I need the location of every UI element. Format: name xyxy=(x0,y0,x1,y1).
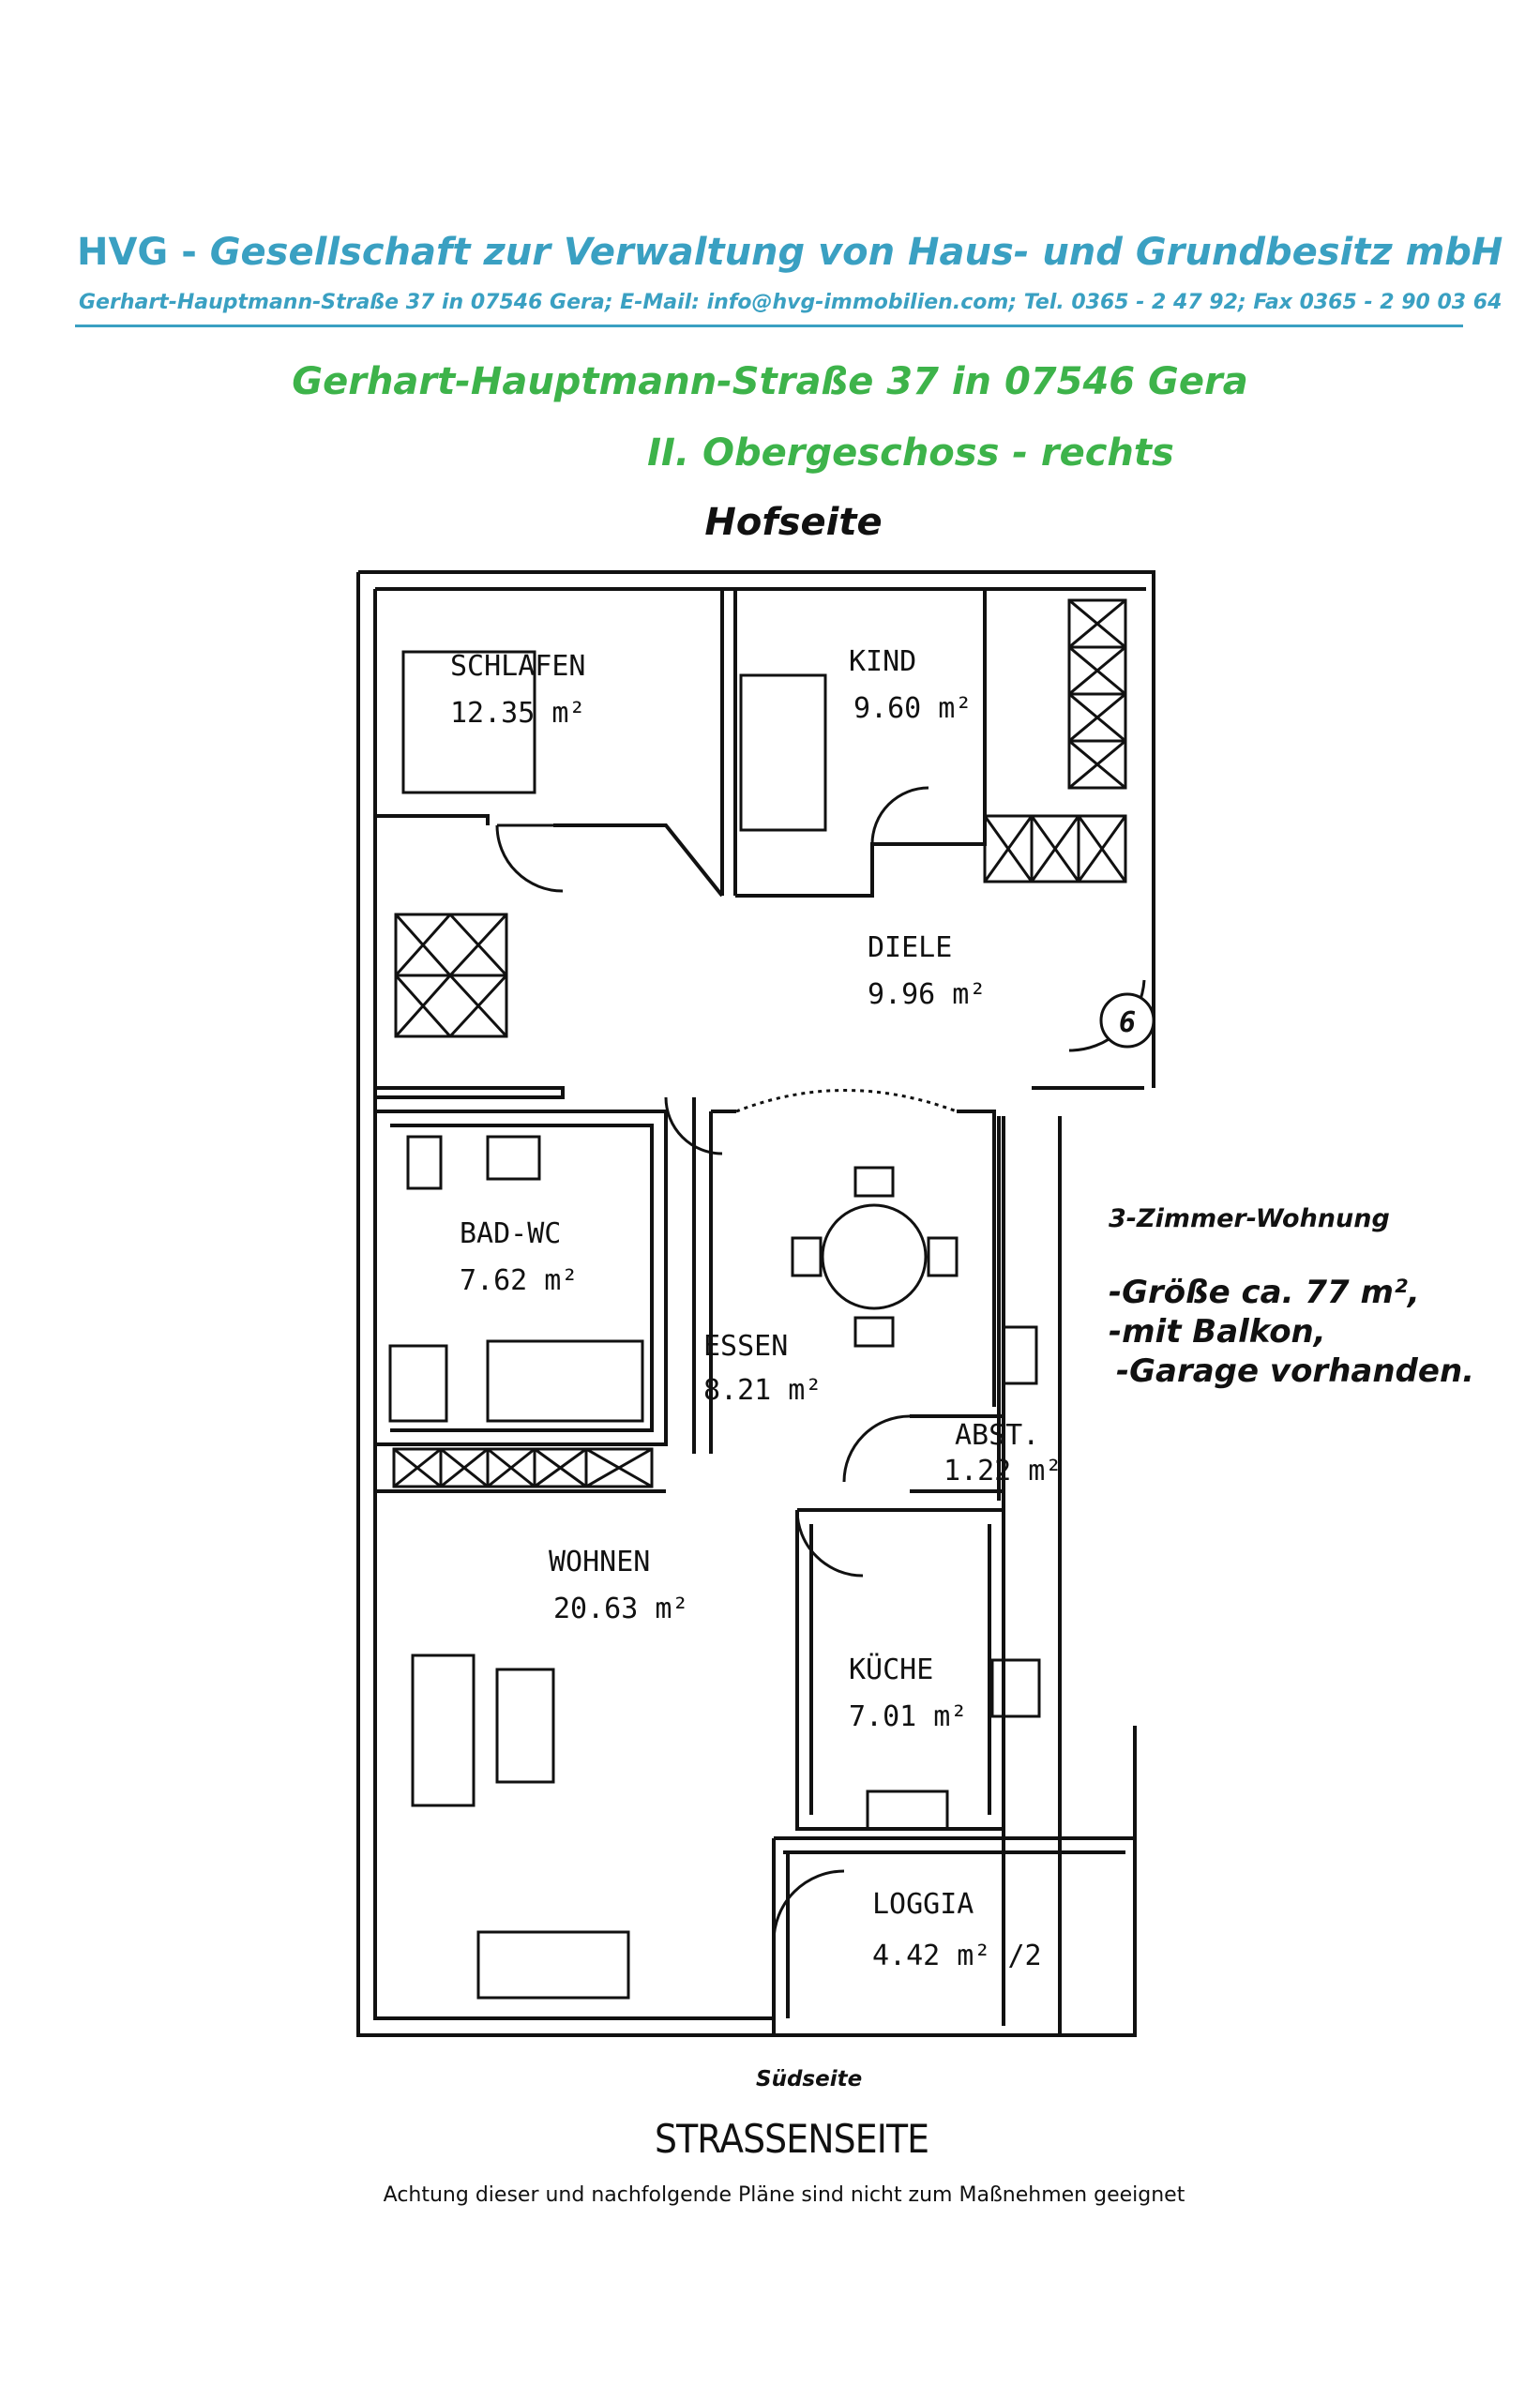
room-name-kind: KIND xyxy=(849,645,916,678)
street-side-label: STRASSENSEITE xyxy=(655,2116,929,2162)
room-name-diele: DIELE xyxy=(868,931,952,964)
door-loggia xyxy=(772,1869,845,1942)
room-name-abst: ABST. xyxy=(955,1419,1039,1452)
room-name-bad: BAD-WC xyxy=(460,1217,561,1250)
room-area-loggia: 4.42 m² /2 xyxy=(872,1940,1042,1972)
closet-kind xyxy=(1067,598,1127,790)
feature-balcony: -mit Balkon, xyxy=(1109,1313,1326,1351)
top-side-label: Hofseite xyxy=(704,501,883,544)
wall-schlafen-bottom xyxy=(375,814,724,898)
bath-cabinet xyxy=(388,1344,448,1423)
room-area-kueche: 7.01 m² xyxy=(849,1700,967,1733)
door-abst xyxy=(842,1414,911,1483)
door-schlafen xyxy=(495,823,564,893)
room-area-abst: 1.22 m² xyxy=(944,1455,1062,1487)
dining-table xyxy=(821,1203,928,1310)
stove xyxy=(990,1658,1041,1718)
door-kind xyxy=(870,786,929,845)
wall-kind-bottom xyxy=(735,589,987,898)
header-divider xyxy=(75,325,1463,327)
fridge xyxy=(1002,1325,1038,1385)
outer-wall-inner xyxy=(373,587,1146,2020)
room-area-wohnen: 20.63 m² xyxy=(553,1593,689,1625)
room-name-schlafen: SCHLAFEN xyxy=(450,650,586,683)
wall-bad-inner xyxy=(390,1124,654,1432)
wall-wohnen-top xyxy=(375,1442,666,1493)
wall-schlafen-kind xyxy=(720,589,737,896)
room-area-bad: 7.62 m² xyxy=(460,1264,578,1297)
washbasin xyxy=(486,1135,541,1181)
room-area-schlafen: 12.35 m² xyxy=(450,697,586,730)
room-area-essen: 8.21 m² xyxy=(703,1374,822,1407)
room-name-loggia: LOGGIA xyxy=(872,1888,974,1921)
door-bad xyxy=(664,1096,723,1155)
arch-essen xyxy=(735,1089,958,1113)
closet-diele xyxy=(983,814,1127,883)
wall-loggia xyxy=(774,1836,1137,2035)
property-floor: II. Obergeschoss - rechts xyxy=(647,431,1174,475)
coffee-table xyxy=(495,1668,555,1784)
room-area-kind: 9.60 m² xyxy=(853,692,972,725)
bathtub xyxy=(486,1339,644,1423)
right-wall xyxy=(1002,1086,1144,2035)
bed-kind xyxy=(739,673,827,832)
room-name-wohnen: WOHNEN xyxy=(549,1546,650,1578)
bottom-side-label: Südseite xyxy=(756,2067,863,2091)
apartment-type: 3-Zimmer-Wohnung xyxy=(1109,1204,1390,1233)
room-name-essen: ESSEN xyxy=(703,1330,788,1363)
stair-number-circle xyxy=(1099,992,1155,1049)
apartment-info: 3-Zimmer-Wohnung -Größe ca. 77 m², -mit … xyxy=(1109,1204,1474,1391)
toilet xyxy=(406,1135,443,1190)
chair-right xyxy=(927,1236,959,1277)
wall-essen-left xyxy=(692,1097,713,1454)
door-kueche xyxy=(795,1509,864,1578)
room-name-kueche: KÜCHE xyxy=(849,1653,933,1686)
chair-top xyxy=(853,1166,895,1198)
wall-schlafen-bad xyxy=(375,1086,565,1099)
armchairs xyxy=(476,1930,630,2000)
stair-number: 6 xyxy=(1119,1006,1136,1039)
wall-loggia-left xyxy=(772,1838,790,2035)
company-prefix: HVG - xyxy=(77,231,210,274)
company-contact: Gerhart-Hauptmann-Straße 37 in 07546 Ger… xyxy=(79,291,1502,314)
feature-garage: -Garage vorhanden. xyxy=(1116,1352,1475,1390)
closet-wohnen xyxy=(392,1447,654,1488)
sofa xyxy=(411,1654,476,1807)
bed-schlafen xyxy=(401,650,536,794)
disclaimer-note: Achtung dieser und nachfolgende Pläne si… xyxy=(383,2183,1185,2207)
closet-schlafen xyxy=(394,913,508,1038)
sink-kueche xyxy=(866,1789,949,1831)
floor-plan: 6 SCHLAFEN 12.35 m² KIND 9.60 m² DIELE 9… xyxy=(356,570,1155,2037)
feature-size: -Größe ca. 77 m², xyxy=(1109,1274,1420,1311)
company-full-name: Gesellschaft zur Verwaltung von Haus- un… xyxy=(209,231,1503,274)
wall-abst xyxy=(910,1414,1004,1493)
chair-bottom xyxy=(853,1316,895,1348)
chair-left xyxy=(791,1236,823,1277)
wall-essen-top xyxy=(711,1110,996,1407)
company-name: HVG - Gesellschaft zur Verwaltung von Ha… xyxy=(77,231,1502,274)
property-address: Gerhart-Hauptmann-Straße 37 in 07546 Ger… xyxy=(292,360,1248,403)
room-area-diele: 9.96 m² xyxy=(868,978,986,1011)
